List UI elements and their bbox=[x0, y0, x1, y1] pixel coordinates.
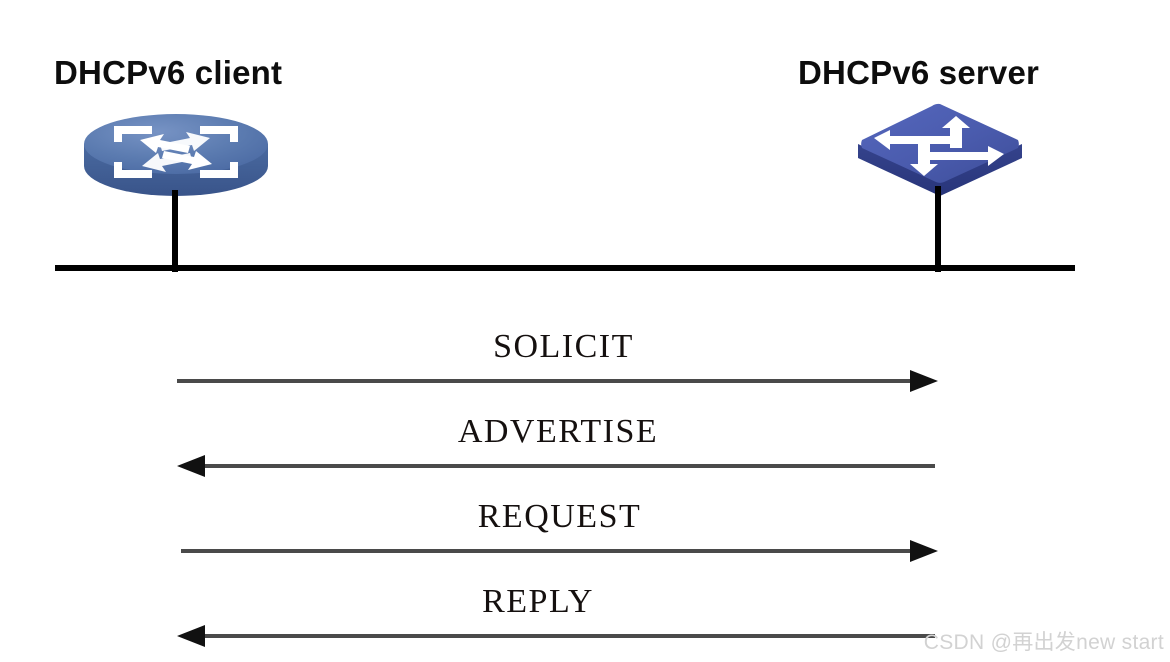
server-node-title: DHCPv6 server bbox=[798, 54, 1040, 91]
client-connector-stem bbox=[172, 190, 178, 272]
arrow-left-icon bbox=[177, 625, 935, 647]
message-row-advertise: ADVERTISE bbox=[177, 415, 935, 477]
csdn-watermark: CSDN @再出发new start bbox=[923, 631, 1164, 654]
router-icon bbox=[80, 104, 272, 200]
client-node-title: DHCPv6 client bbox=[54, 54, 283, 91]
message-label-advertise: ADVERTISE bbox=[457, 413, 659, 450]
arrow-right-icon bbox=[181, 540, 938, 562]
server-connector-stem bbox=[935, 186, 941, 272]
network-bus-line bbox=[55, 265, 1075, 271]
message-label-reply: REPLY bbox=[482, 583, 594, 620]
message-row-solicit: SOLICIT bbox=[177, 330, 938, 392]
arrow-left-icon bbox=[177, 455, 935, 477]
message-row-request: REQUEST bbox=[181, 500, 938, 562]
arrow-right-icon bbox=[177, 370, 938, 392]
message-row-reply: REPLY bbox=[177, 585, 935, 647]
switch-icon bbox=[852, 100, 1028, 196]
message-label-request: REQUEST bbox=[477, 498, 642, 535]
message-label-solicit: SOLICIT bbox=[493, 328, 634, 365]
